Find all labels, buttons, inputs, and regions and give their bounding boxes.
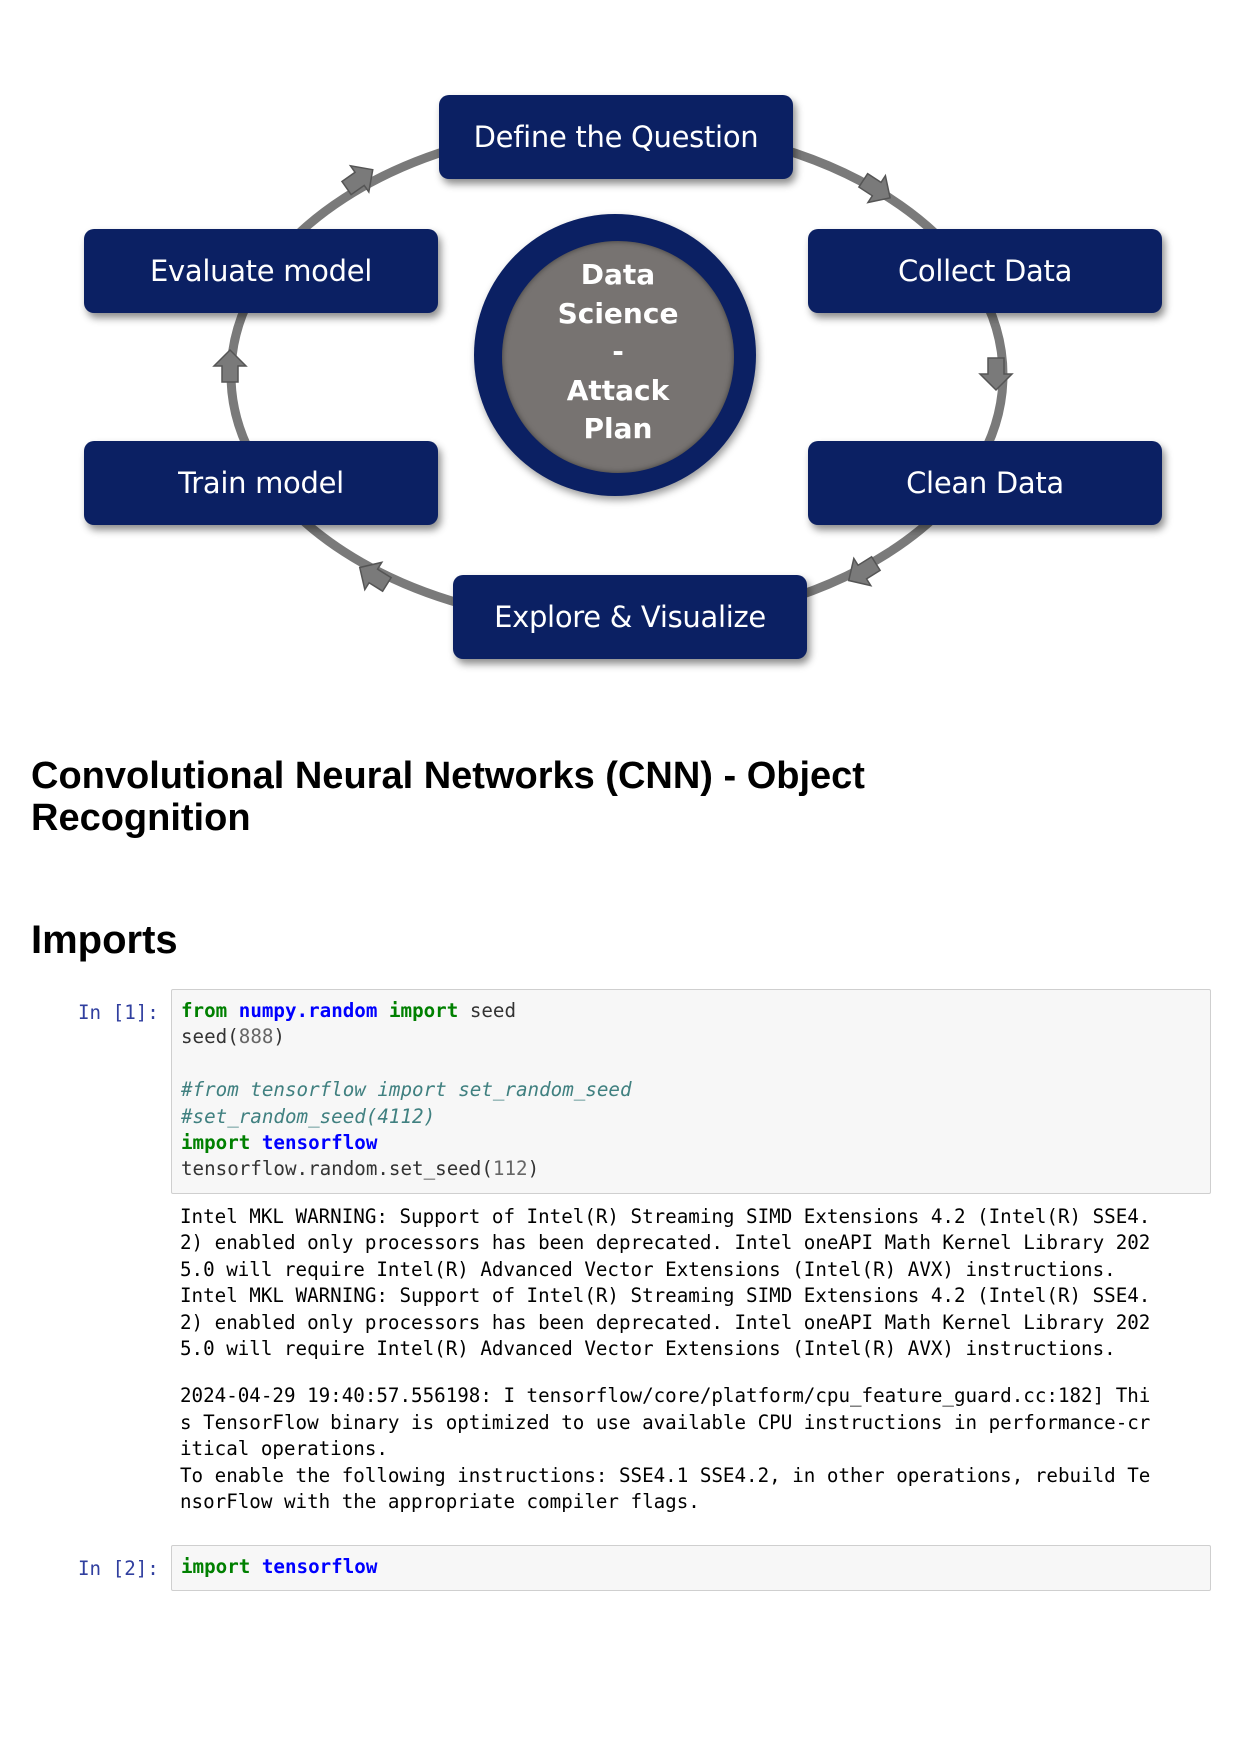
code-token: ) xyxy=(273,1025,285,1049)
code-line: seed(888) xyxy=(181,1024,632,1050)
code-block[interactable]: import tensorflow xyxy=(181,1554,377,1580)
code-line: #set_random_seed(4112) xyxy=(181,1104,632,1130)
output-line: 5.0 will require Intel(R) Advanced Vecto… xyxy=(180,1257,1116,1281)
arrow-icon xyxy=(847,555,882,587)
code-token: tensorflow xyxy=(261,1130,378,1154)
cell-prompt: In [2]: xyxy=(78,1557,159,1580)
center-label: Data Science - Attack Plan xyxy=(502,256,734,449)
code-token xyxy=(377,999,389,1022)
code-token xyxy=(250,1555,262,1578)
step-train-model: Train model xyxy=(84,441,438,525)
cell-output: Intel MKL WARNING: Support of Intel(R) S… xyxy=(180,1204,1210,1515)
output-line: s TensorFlow binary is optimized to use … xyxy=(180,1410,1151,1434)
code-token: import xyxy=(181,1130,251,1154)
step-define-question: Define the Question xyxy=(439,95,793,179)
code-token xyxy=(250,1131,262,1154)
code-token: tensorflow xyxy=(261,1555,378,1578)
code-line: import tensorflow xyxy=(181,1130,632,1156)
step-label: Explore & Visualize xyxy=(494,600,766,634)
output-line: 2) enabled only processors has been depr… xyxy=(180,1310,1151,1334)
output-line: Intel MKL WARNING: Support of Intel(R) S… xyxy=(180,1284,1151,1308)
step-collect-data: Collect Data xyxy=(808,229,1162,313)
code-token: #set_random_seed(4112) xyxy=(181,1104,436,1128)
step-evaluate-model: Evaluate model xyxy=(84,229,438,313)
arrow-icon xyxy=(857,172,891,204)
code-line: #from tensorflow import set_random_seed xyxy=(181,1077,632,1103)
code-line: tensorflow.random.set_seed(112) xyxy=(181,1156,632,1182)
step-label: Evaluate model xyxy=(150,254,372,288)
output-line: nsorFlow with the appropriate compiler f… xyxy=(180,1489,700,1513)
center-label-line: Plan xyxy=(583,412,653,445)
step-clean-data: Clean Data xyxy=(808,441,1162,525)
output-line: Intel MKL WARNING: Support of Intel(R) S… xyxy=(180,1205,1151,1228)
center-label-line: Science xyxy=(557,296,679,330)
code-cell-input[interactable]: import tensorflow xyxy=(171,1545,1211,1591)
step-label: Collect Data xyxy=(897,254,1073,288)
step-label: Train model xyxy=(178,466,344,500)
page-title: Convolutional Neural Networks (CNN) - Ob… xyxy=(31,755,1031,839)
step-explore-visualize: Explore & Visualize xyxy=(453,575,807,659)
output-gap xyxy=(180,1362,1210,1383)
code-token: ) xyxy=(527,1157,540,1181)
code-line xyxy=(181,1051,632,1077)
step-label: Clean Data xyxy=(906,466,1064,500)
center-label-line: - xyxy=(612,335,624,368)
code-line: from numpy.random import seed xyxy=(181,998,632,1024)
code-token: 112 xyxy=(492,1157,528,1181)
code-token: #from tensorflow import set_random_seed xyxy=(181,1078,632,1102)
step-label: Define the Question xyxy=(473,120,759,154)
code-token: from xyxy=(181,999,228,1022)
arrow-icon xyxy=(978,357,1014,392)
output-line: 5.0 will require Intel(R) Advanced Vecto… xyxy=(180,1336,1116,1360)
arrow-icon xyxy=(358,561,393,593)
page-title-line: Convolutional Neural Networks (CNN) - Ob… xyxy=(31,755,865,797)
output-line: 2) enabled only processors has been depr… xyxy=(180,1231,1151,1255)
output-line: 2024-04-29 19:40:57.556198: I tensorflow… xyxy=(180,1384,1151,1408)
code-token: import xyxy=(181,1555,251,1578)
section-heading-imports: Imports xyxy=(31,918,178,962)
code-token: seed xyxy=(458,999,517,1022)
code-token: tensorflow.random.set_seed( xyxy=(181,1157,493,1181)
code-token: seed( xyxy=(181,1025,239,1049)
center-label-line: Data xyxy=(580,258,656,291)
code-line: import tensorflow xyxy=(181,1554,377,1580)
arrow-icon xyxy=(212,348,248,383)
code-token: 888 xyxy=(238,1025,274,1049)
arrow-icon xyxy=(340,164,374,196)
code-token xyxy=(227,999,239,1022)
center-label-line: Attack xyxy=(566,373,670,407)
page-title-line: Recognition xyxy=(31,797,251,839)
cell-prompt: In [1]: xyxy=(78,1001,159,1024)
center-circle-inner xyxy=(502,241,734,473)
code-token: import xyxy=(388,999,459,1022)
data-science-attack-plan-diagram: Data Science - Attack Plan Define the Qu… xyxy=(0,0,1240,700)
output-line: itical operations. xyxy=(180,1437,388,1461)
output-line: To enable the following instructions: SS… xyxy=(180,1463,1151,1487)
code-token: numpy.random xyxy=(238,999,378,1022)
